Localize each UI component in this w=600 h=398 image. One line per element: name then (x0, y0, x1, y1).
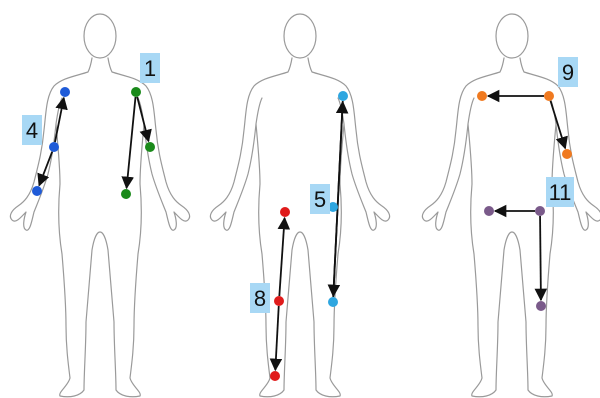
figure-label-8: 8 (250, 283, 270, 313)
marker-dot-4-0 (60, 87, 70, 97)
svg-text:8: 8 (254, 286, 266, 311)
figure-label-9: 9 (558, 57, 578, 87)
svg-text:9: 9 (562, 60, 574, 85)
svg-text:1: 1 (144, 56, 156, 81)
svg-text:4: 4 (26, 118, 38, 143)
marker-dot-11-1 (535, 206, 545, 216)
figure-label-4: 4 (22, 115, 42, 145)
arrow-8-0 (279, 218, 284, 296)
motion-group-9: 9 (477, 57, 578, 159)
marker-dot-8-2 (270, 371, 280, 381)
marker-dot-11-0 (484, 206, 494, 216)
figure-label-1: 1 (140, 53, 160, 83)
body-outline-left (10, 14, 189, 397)
marker-dot-4-2 (32, 186, 42, 196)
motion-group-8: 8 (250, 207, 290, 381)
arrow-8-1 (275, 306, 278, 370)
marker-dot-8-1 (274, 296, 284, 306)
svg-text:5: 5 (314, 187, 326, 212)
marker-dot-9-0 (477, 91, 487, 101)
marker-dot-8-0 (280, 207, 290, 217)
marker-dot-9-2 (562, 149, 572, 159)
body-outline-middle (210, 14, 389, 397)
marker-dot-11-2 (536, 301, 546, 311)
figure-label-11: 11 (546, 177, 574, 207)
annotations: 1 4 5 8 9 11 (22, 53, 578, 381)
marker-dot-1-1 (145, 142, 155, 152)
motion-group-5: 5 (310, 91, 348, 307)
arrow-11-1 (540, 216, 541, 300)
figure-label-5: 5 (310, 184, 330, 214)
marker-dot-5-2 (328, 297, 338, 307)
marker-dot-1-2 (121, 189, 131, 199)
arrow-1-1 (127, 97, 136, 188)
marker-dot-4-1 (49, 142, 59, 152)
marker-dot-1-0 (131, 87, 141, 97)
marker-dot-5-0 (338, 91, 348, 101)
motion-group-11: 11 (484, 177, 574, 311)
svg-text:11: 11 (549, 180, 572, 205)
marker-dot-9-1 (544, 91, 554, 101)
